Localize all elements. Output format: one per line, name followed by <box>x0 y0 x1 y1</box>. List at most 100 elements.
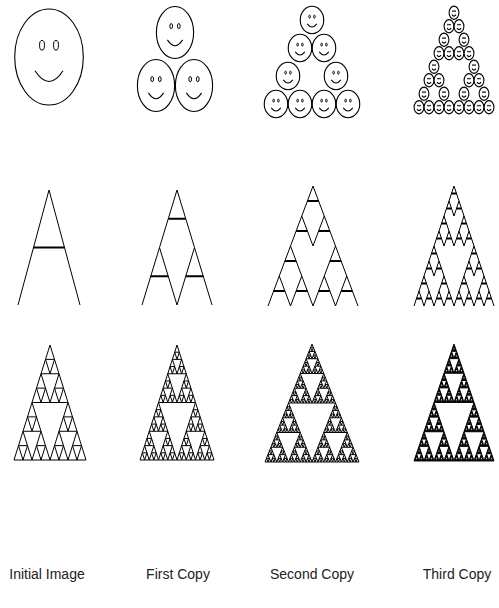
copy-group <box>437 428 440 432</box>
copy-group <box>137 60 174 112</box>
triangle-outline <box>154 453 159 460</box>
copy-group <box>349 440 352 444</box>
copy-group <box>337 425 340 429</box>
copy-group <box>293 388 296 392</box>
copy-group <box>447 399 450 403</box>
copy-group <box>269 447 272 451</box>
triangle-outline <box>328 418 331 422</box>
copy-group <box>154 410 159 417</box>
copy-group <box>293 447 296 451</box>
copy-group <box>449 399 452 403</box>
triangle-outline <box>312 458 315 462</box>
copy-group <box>467 388 472 395</box>
copy-group <box>469 399 472 403</box>
copy-group <box>454 348 457 352</box>
copy-group <box>291 458 294 462</box>
face-outline <box>434 47 444 60</box>
triangle-outline <box>191 424 196 431</box>
triangle-outline <box>294 385 297 389</box>
copy-group <box>186 403 205 432</box>
triangle-outline <box>330 399 333 403</box>
copy-group <box>462 373 467 380</box>
face-eye <box>480 105 481 106</box>
triangle-outline <box>306 451 309 455</box>
copy-group <box>289 396 295 403</box>
copy-group <box>327 418 333 425</box>
copy-group <box>308 366 311 370</box>
copy-group <box>442 373 447 380</box>
triangle-outline <box>341 458 344 462</box>
triangle-outline <box>291 451 294 455</box>
copy-group <box>309 355 312 359</box>
triangle-outline <box>59 388 68 402</box>
copy-group <box>288 34 312 61</box>
face-outline <box>429 60 439 73</box>
copy-group <box>429 246 439 261</box>
copy-group <box>336 433 360 463</box>
copy-group <box>333 414 336 418</box>
triangle-outline <box>303 444 306 448</box>
copy-group <box>465 381 468 385</box>
triangle-outline <box>347 436 350 440</box>
triangle-outline <box>149 438 154 445</box>
triangle-outline <box>325 440 328 444</box>
face-outline <box>312 90 336 117</box>
triangle-outline <box>303 451 306 455</box>
copy-group <box>439 392 442 396</box>
copy-group <box>434 33 454 60</box>
copy-group <box>140 446 149 460</box>
triangle-outline <box>177 352 182 359</box>
triangle-outline <box>349 455 352 459</box>
triangle-outline <box>306 370 309 374</box>
copy-group <box>184 374 189 381</box>
copy-group <box>479 87 489 100</box>
copy-group <box>336 429 339 433</box>
triangle-outline <box>303 392 306 396</box>
copy-group <box>424 74 434 87</box>
copy-group <box>429 421 432 425</box>
triangle-outline <box>55 431 64 445</box>
copy-group <box>321 433 327 440</box>
face-outline <box>444 47 454 60</box>
copy-group <box>306 351 312 358</box>
copy-group <box>300 377 303 381</box>
copy-group <box>330 403 342 418</box>
copy-group <box>64 403 73 417</box>
triangle-outline <box>191 453 196 460</box>
copy-group <box>288 6 336 61</box>
copy-group <box>154 403 163 417</box>
copy-group <box>341 440 347 447</box>
copy-group <box>330 399 333 403</box>
copy-group <box>159 388 168 402</box>
face-eye <box>458 24 459 25</box>
triangle-outline <box>37 374 46 388</box>
copy-group <box>198 446 203 453</box>
triangle-outline <box>297 444 300 448</box>
copy-group <box>462 384 465 388</box>
triangle-outline <box>297 377 300 381</box>
copy-group <box>50 431 68 460</box>
copy-group <box>312 348 315 352</box>
triangle-outline <box>350 451 353 455</box>
copy-group <box>293 418 296 422</box>
copy-group <box>189 388 194 395</box>
copy-group <box>450 351 453 355</box>
copy-group <box>289 414 292 418</box>
copy-group <box>312 396 318 403</box>
copy-group <box>462 377 465 381</box>
copy-group <box>459 276 469 291</box>
copy-group <box>312 359 324 374</box>
copy-group <box>277 444 280 448</box>
copy-group <box>289 455 295 462</box>
copy-group <box>352 447 355 451</box>
copy-group <box>330 458 333 462</box>
copy-group <box>46 345 55 359</box>
triangle-outline <box>140 453 145 460</box>
triangle-outline <box>303 370 306 374</box>
copy-group <box>434 186 474 246</box>
copy-group <box>353 455 359 462</box>
triangle-outline <box>327 444 330 448</box>
triangle-outline <box>271 444 274 448</box>
copy-group <box>312 455 318 462</box>
copy-group <box>327 385 330 389</box>
